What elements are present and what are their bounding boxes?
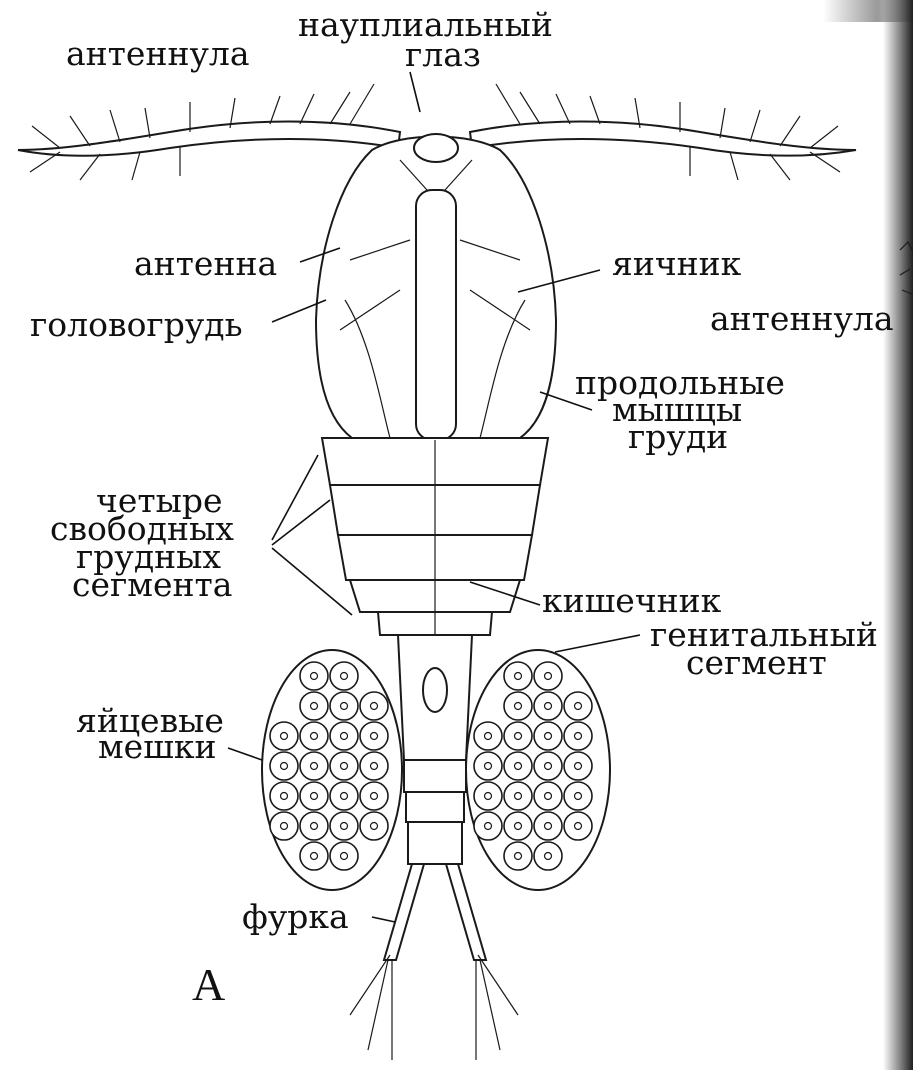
egg-cell bbox=[300, 722, 328, 750]
label-antenna: антенна bbox=[134, 244, 277, 283]
figure-letter: А bbox=[192, 959, 225, 1010]
partial-figure-right-edge bbox=[900, 242, 913, 294]
egg-cell bbox=[360, 722, 388, 750]
egg-cell bbox=[504, 752, 532, 780]
egg-cell bbox=[534, 782, 562, 810]
egg-cell bbox=[504, 722, 532, 750]
egg-cell bbox=[564, 812, 592, 840]
egg-cell bbox=[504, 842, 532, 870]
label-ovary: яичник bbox=[612, 244, 742, 283]
egg-cell bbox=[534, 722, 562, 750]
egg-cell bbox=[474, 782, 502, 810]
egg-cell bbox=[534, 692, 562, 720]
egg-cell bbox=[360, 812, 388, 840]
label-furca: фурка bbox=[242, 897, 349, 936]
egg-cell bbox=[360, 692, 388, 720]
egg-cell bbox=[330, 692, 358, 720]
egg-cell bbox=[474, 752, 502, 780]
cephalothorax-drawing bbox=[316, 134, 556, 440]
egg-cell bbox=[270, 782, 298, 810]
label-antennula-right: антеннула bbox=[710, 299, 894, 338]
egg-cell bbox=[564, 692, 592, 720]
egg-cell bbox=[564, 782, 592, 810]
egg-cell bbox=[360, 752, 388, 780]
egg-cell bbox=[330, 842, 358, 870]
label-genital-line2: сегмент bbox=[686, 643, 827, 682]
egg-cell bbox=[330, 722, 358, 750]
egg-cell bbox=[534, 812, 562, 840]
egg-cell bbox=[270, 812, 298, 840]
egg-cell bbox=[564, 752, 592, 780]
antennule-left-drawing bbox=[18, 84, 400, 180]
label-antennula-left: антеннула bbox=[66, 34, 250, 73]
egg-cell bbox=[504, 812, 532, 840]
label-muscles-line3: груди bbox=[628, 417, 728, 456]
egg-cell bbox=[330, 662, 358, 690]
egg-cell bbox=[360, 782, 388, 810]
label-naupliar-eye-line2: глаз bbox=[405, 35, 481, 74]
egg-cell bbox=[300, 782, 328, 810]
egg-cell bbox=[330, 812, 358, 840]
label-cephalothorax: головогрудь bbox=[30, 305, 243, 344]
egg-cell bbox=[474, 722, 502, 750]
label-egg-sacs-line2: мешки bbox=[98, 727, 217, 766]
egg-cell bbox=[534, 752, 562, 780]
egg-cell bbox=[474, 812, 502, 840]
egg-cell bbox=[300, 752, 328, 780]
egg-cell bbox=[504, 692, 532, 720]
egg-cell bbox=[270, 752, 298, 780]
label-segments-line4: сегмента bbox=[72, 565, 232, 604]
egg-cell bbox=[300, 662, 328, 690]
egg-cell bbox=[330, 752, 358, 780]
egg-cell bbox=[534, 842, 562, 870]
egg-cell bbox=[300, 692, 328, 720]
egg-cell bbox=[504, 662, 532, 690]
egg-cell bbox=[270, 722, 298, 750]
egg-cell bbox=[300, 812, 328, 840]
egg-cell bbox=[534, 662, 562, 690]
antennule-right-drawing bbox=[470, 84, 856, 180]
egg-cell bbox=[504, 782, 532, 810]
egg-cell bbox=[330, 782, 358, 810]
egg-cell bbox=[300, 842, 328, 870]
egg-cell bbox=[564, 722, 592, 750]
